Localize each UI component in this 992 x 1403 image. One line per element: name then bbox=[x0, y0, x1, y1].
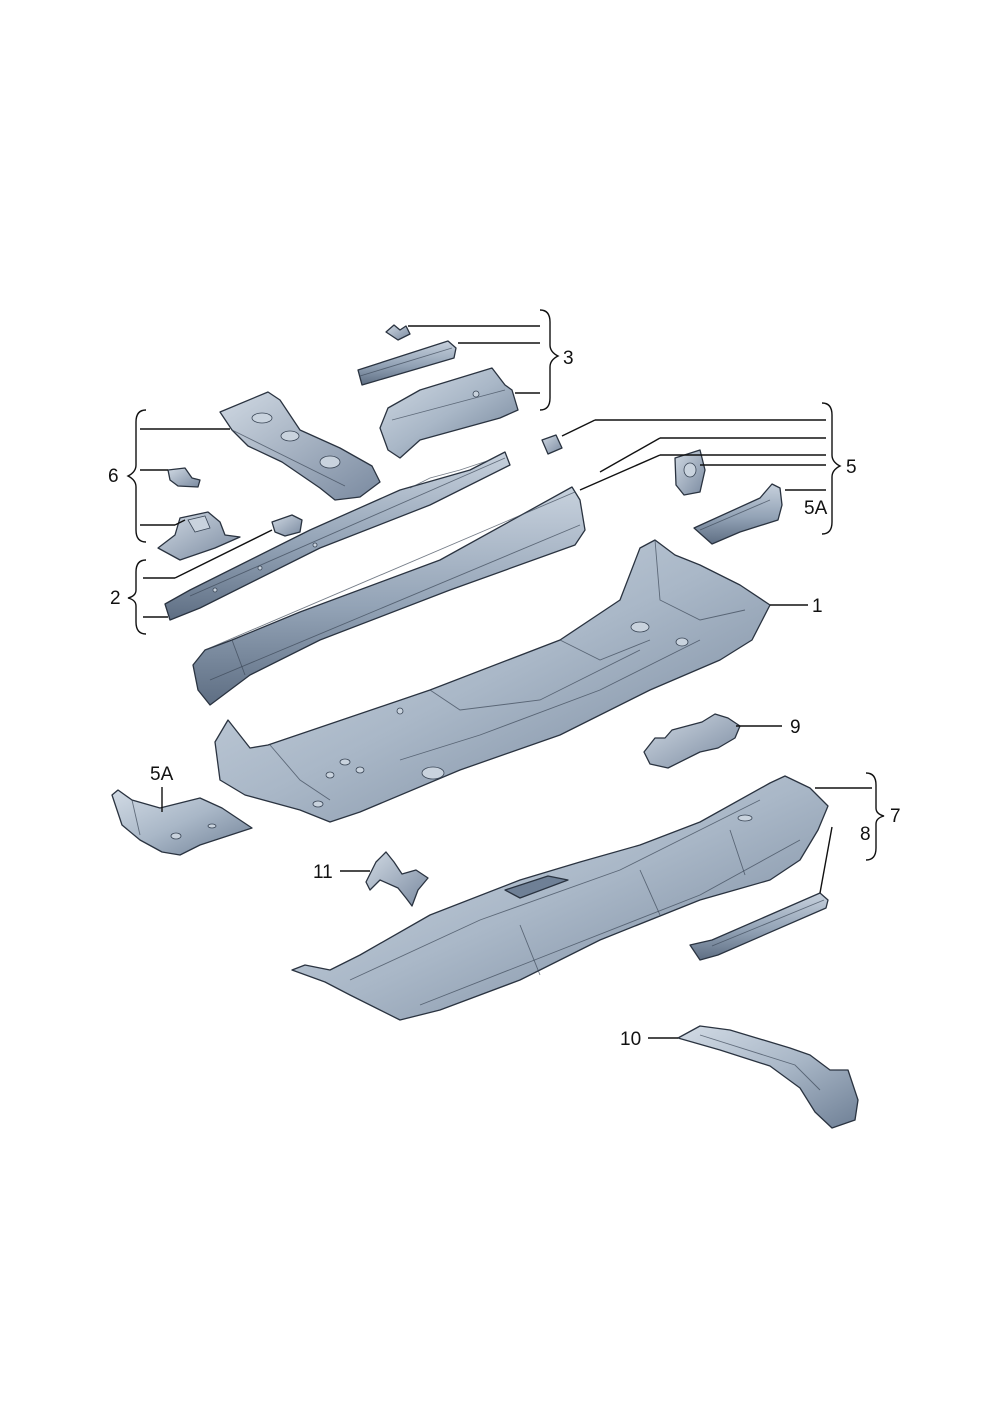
callout-7: 7 bbox=[890, 806, 901, 827]
rear-sill-end-right bbox=[693, 483, 783, 545]
callout-9: 9 bbox=[790, 717, 801, 738]
cross-member-strip bbox=[357, 340, 457, 386]
leader-lines bbox=[140, 325, 872, 1039]
callout-10: 10 bbox=[620, 1029, 641, 1050]
callout-labels: 1 2 3 5 5A 5A 6 7 8 9 10 11 bbox=[108, 348, 901, 1050]
group-braces bbox=[126, 309, 885, 861]
callout-8: 8 bbox=[860, 824, 871, 845]
mounting-bracket bbox=[157, 511, 241, 561]
tunnel-brace bbox=[219, 391, 381, 501]
small-bracket-clip bbox=[167, 467, 201, 488]
callout-1: 1 bbox=[812, 596, 823, 617]
outer-sill-panel bbox=[192, 486, 586, 706]
cross-member-panel bbox=[379, 367, 519, 459]
callout-11: 11 bbox=[313, 862, 333, 883]
sill-clip bbox=[271, 514, 303, 537]
callout-5a-left: 5A bbox=[150, 764, 174, 785]
callout-6: 6 bbox=[108, 466, 119, 487]
callout-5a-right: 5A bbox=[804, 498, 828, 519]
rear-floor-panel bbox=[291, 775, 829, 1021]
sill-nut-plate bbox=[541, 434, 563, 455]
callout-2: 2 bbox=[110, 588, 121, 609]
floor-bracket-small bbox=[365, 851, 429, 907]
rear-floor-strip bbox=[689, 892, 829, 961]
front-floor-pan bbox=[214, 539, 771, 823]
callout-3: 3 bbox=[563, 348, 574, 369]
sill-gusset bbox=[674, 449, 706, 496]
rear-sill-end-left bbox=[111, 789, 253, 856]
heat-shield-bracket bbox=[643, 713, 741, 769]
callout-5: 5 bbox=[846, 457, 857, 478]
cross-member-clip bbox=[385, 324, 411, 341]
sill-reinforcement bbox=[164, 451, 511, 621]
rear-wheelhouse-bracket bbox=[677, 1025, 859, 1129]
